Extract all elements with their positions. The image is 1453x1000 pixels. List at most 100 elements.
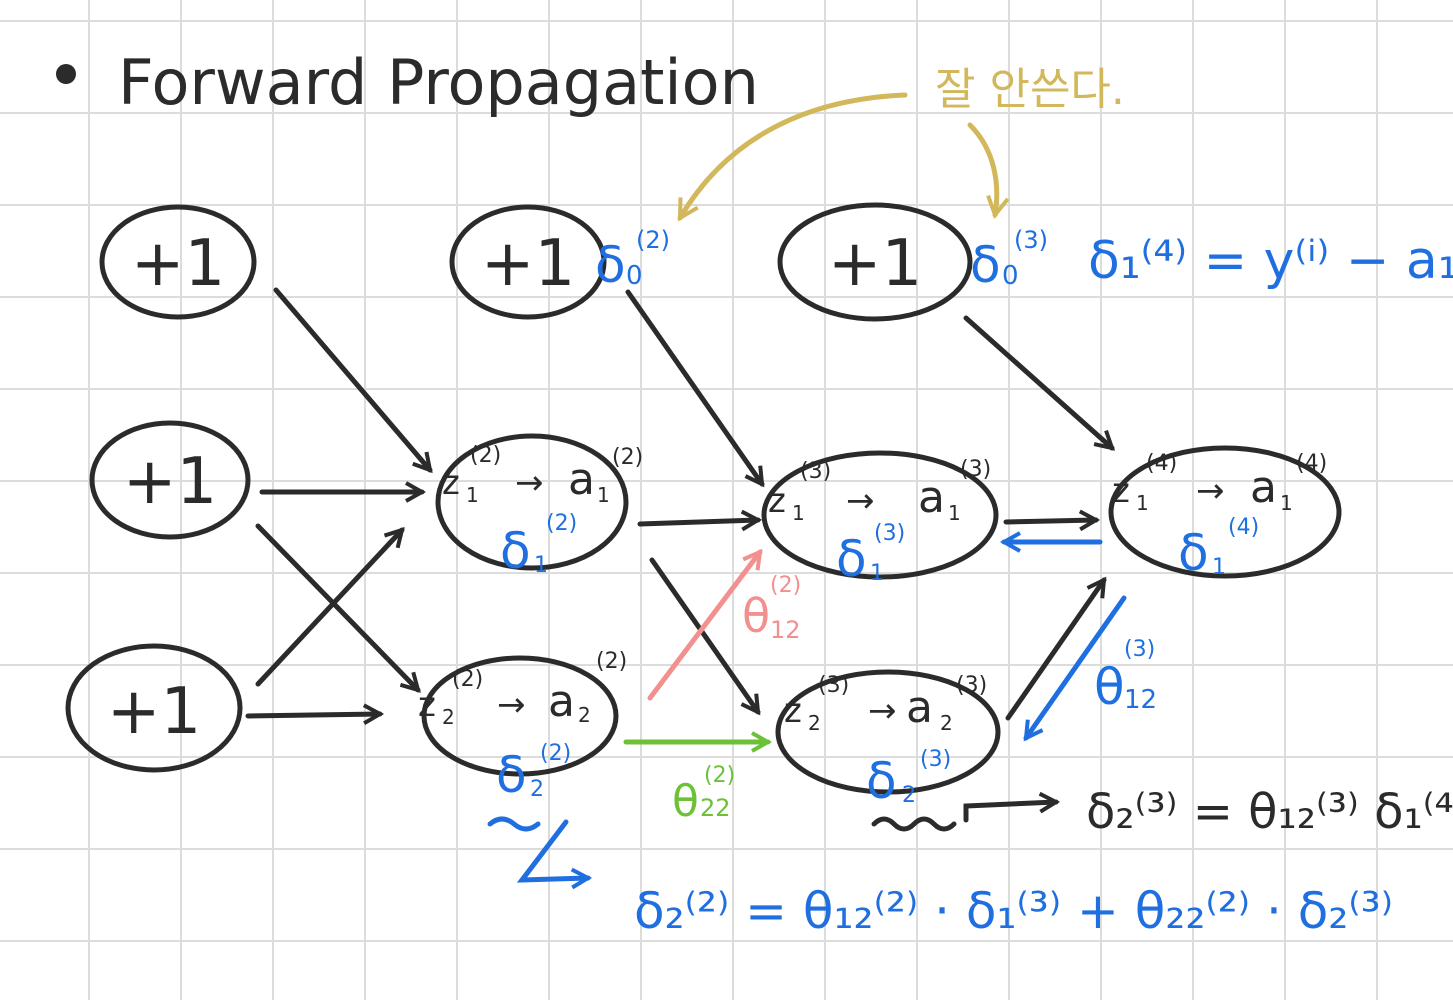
output-unit-1: z 1 (4) → a 1 (4) δ 1 (4): [1108, 445, 1342, 582]
input-bias-node-2: +1: [89, 420, 251, 540]
svg-text:δ: δ: [836, 530, 867, 588]
svg-text:z: z: [768, 481, 786, 521]
svg-text:12: 12: [770, 616, 801, 644]
svg-text:z: z: [418, 685, 436, 725]
equation-delta-hidden3: δ₂⁽³⁾ = θ₁₂⁽³⁾ δ₁⁽⁴⁾: [1086, 784, 1453, 840]
svg-text:→: →: [868, 691, 897, 731]
bias-delta-3: δ 0 (3): [970, 226, 1048, 294]
hidden2-unit-2: z 2 (2) → a 2 (2) δ 2 (2): [418, 649, 627, 804]
squiggle-delta-2-2: [487, 816, 541, 832]
arrow-to-delta3-eq: [963, 802, 1056, 823]
svg-text:→: →: [1196, 471, 1225, 511]
note-arrow-right: [967, 122, 997, 215]
edge-x2-h21: [255, 530, 402, 687]
input-bias-node-1: +1: [99, 204, 257, 320]
svg-text:(2): (2): [612, 445, 643, 470]
svg-text:(2): (2): [704, 763, 735, 788]
edge-b2-h31: [625, 289, 765, 484]
svg-text:z: z: [784, 691, 802, 731]
weight-theta22-2: θ 22 (2): [672, 763, 735, 827]
svg-text:0: 0: [1002, 261, 1019, 291]
svg-text:(2): (2): [452, 667, 483, 692]
svg-text:(2): (2): [470, 443, 501, 468]
svg-text:+1: +1: [123, 445, 217, 519]
svg-text:1: 1: [1212, 555, 1226, 580]
svg-text:+1: +1: [481, 227, 575, 301]
equation-delta-output: δ₁⁽⁴⁾ = y⁽ⁱ⁾ − a₁⁽⁴⁾: [1088, 231, 1453, 291]
svg-text:22: 22: [700, 794, 731, 822]
svg-text:→: →: [497, 685, 526, 725]
svg-text:12: 12: [1124, 685, 1157, 715]
svg-text:a: a: [1250, 462, 1277, 513]
svg-text:(3): (3): [956, 673, 987, 698]
squiggle-delta-3-2: [871, 816, 957, 832]
hidden3-unit-1: z 1 (3) → a 1 (3) δ 1 (3): [761, 450, 999, 588]
svg-text:+1: +1: [828, 227, 922, 301]
svg-text:2: 2: [902, 783, 916, 808]
svg-text:(2): (2): [596, 649, 627, 674]
title-bullet: [56, 64, 76, 84]
svg-text:θ: θ: [1094, 658, 1125, 716]
svg-text:1: 1: [466, 483, 479, 507]
svg-text:2: 2: [578, 703, 591, 727]
svg-text:2: 2: [442, 705, 455, 729]
svg-text:a: a: [568, 454, 595, 505]
korean-note: 잘 안쓴다.: [935, 64, 1125, 115]
svg-text:0: 0: [626, 261, 643, 291]
svg-text:1: 1: [948, 501, 961, 525]
edge-h32-o1: [1005, 580, 1107, 721]
svg-text:δ: δ: [866, 752, 897, 810]
svg-text:(2): (2): [636, 226, 670, 254]
edge-x1-h22: [255, 523, 418, 690]
hidden2-bias-node: +1: [449, 204, 607, 320]
edge-b1-h21: [273, 287, 430, 470]
hidden3-unit-2: z 2 (3) → a 2 (3) δ 2 (3): [775, 669, 1001, 810]
svg-text:(3): (3): [818, 673, 849, 698]
svg-text:1: 1: [1136, 491, 1149, 515]
svg-text:(4): (4): [1146, 451, 1177, 476]
svg-text:δ: δ: [500, 522, 531, 580]
svg-text:2: 2: [940, 711, 953, 735]
edge-h21-h31: [637, 520, 758, 524]
svg-text:(3): (3): [800, 459, 831, 484]
svg-text:1: 1: [792, 501, 805, 525]
svg-text:(3): (3): [1014, 226, 1048, 254]
edge-b3-o1: [963, 315, 1112, 448]
svg-text:→: →: [846, 481, 875, 521]
svg-text:δ: δ: [496, 746, 527, 804]
svg-text:1: 1: [870, 561, 884, 586]
arrow-to-delta2-eq: [516, 819, 588, 880]
svg-text:(3): (3): [920, 747, 951, 772]
svg-text:1: 1: [597, 483, 610, 507]
edge-x2-h22: [245, 714, 380, 716]
svg-text:(2): (2): [540, 741, 571, 766]
back-edge-o1-h32: [1023, 595, 1127, 738]
svg-text:+1: +1: [107, 675, 201, 749]
hidden2-unit-1: z 1 (2) → a 1 (2) δ 1 (2): [435, 433, 643, 580]
input-bias-node-3: +1: [65, 643, 243, 773]
hidden3-bias-node: +1: [777, 202, 973, 322]
svg-text:(3): (3): [1124, 637, 1155, 662]
svg-text:a: a: [906, 682, 933, 733]
svg-text:δ: δ: [595, 236, 626, 294]
bias-delta-2: δ 0 (2): [595, 226, 670, 294]
svg-text:1: 1: [1280, 491, 1293, 515]
svg-text:2: 2: [530, 777, 544, 802]
svg-text:z: z: [442, 463, 460, 503]
svg-text:δ: δ: [1178, 524, 1209, 582]
edge-h21-h32: [649, 557, 761, 712]
svg-text:(3): (3): [874, 521, 905, 546]
page-title: Forward Propagation: [118, 46, 759, 119]
svg-text:2: 2: [808, 711, 821, 735]
svg-text:(2): (2): [546, 511, 577, 536]
weight-theta12-2: θ 12 (2): [742, 573, 801, 644]
svg-text:(4): (4): [1296, 451, 1327, 476]
svg-text:a: a: [548, 676, 575, 727]
weight-theta12-3: θ 12 (3): [1094, 637, 1157, 716]
svg-text:→: →: [515, 463, 544, 503]
svg-text:(4): (4): [1228, 515, 1259, 540]
edge-h31-o1: [1003, 520, 1096, 522]
svg-text:z: z: [1112, 471, 1130, 511]
svg-text:θ: θ: [672, 776, 699, 827]
